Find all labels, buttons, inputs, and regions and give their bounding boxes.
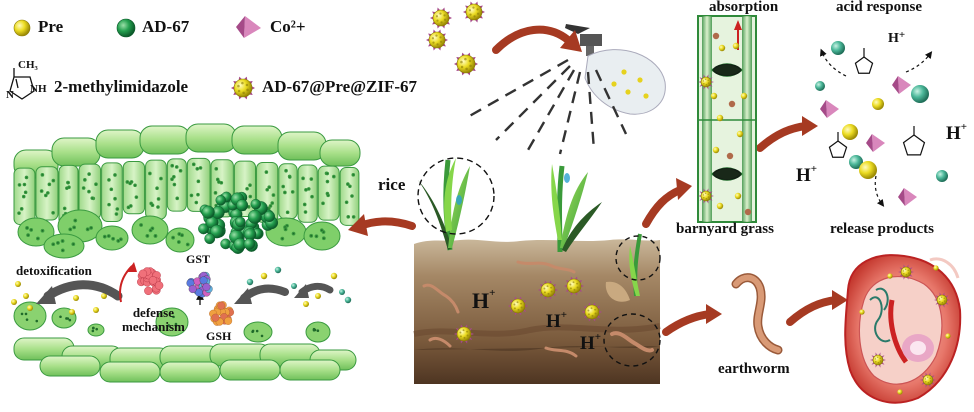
- lower-cell-row: [13, 301, 357, 383]
- earthworm-label: earthworm: [718, 361, 790, 377]
- detox-arrow: [43, 280, 123, 301]
- spray-bottle-icon: [565, 24, 666, 115]
- rice-zoom-circle: [417, 157, 495, 235]
- earthworm-icon: [731, 273, 783, 355]
- barnyard-grass-label: barnyard grass: [676, 221, 774, 237]
- soil-particles: [454, 276, 602, 344]
- soil-to-tissue-arrow: [356, 217, 416, 230]
- legend-pre-label: Pre: [38, 17, 64, 36]
- legend-co-label: Co²+: [270, 17, 306, 36]
- barnyard-grass-seedling: [605, 233, 642, 302]
- legend-mim-label: 2-methylimidazole: [54, 77, 189, 96]
- detox-dots: [11, 266, 352, 315]
- legend-ad67-label: AD-67: [142, 17, 190, 36]
- soil-block: [413, 239, 661, 384]
- earthworm-zoom-circle: [603, 313, 661, 367]
- rice-plant-middle: [551, 164, 602, 253]
- stem-particles: [698, 32, 752, 216]
- defense-mechanism-label: defense mechanism: [122, 305, 185, 335]
- imidazole-structure-icon: [828, 48, 926, 158]
- gsh-enzyme-icon: [209, 301, 235, 326]
- particles-to-spray-arrow: [492, 25, 572, 54]
- soil-hplus-1: H+: [472, 287, 496, 313]
- release-hplus-3: H+: [796, 163, 818, 186]
- grass-zoom-circle: [615, 235, 661, 281]
- acid-response-label: acid response: [836, 0, 922, 15]
- gsh-label: GSH: [206, 329, 232, 343]
- soil-hplus-3: H+: [580, 331, 602, 354]
- legend-ad67-symbol: [116, 18, 136, 38]
- release-products-label: release products: [830, 221, 935, 237]
- legend-nh-label: NH: [30, 83, 47, 95]
- soil-worms: [422, 260, 578, 358]
- legend-imidazole-icon: [9, 68, 35, 100]
- body-particles: [859, 264, 951, 395]
- earthworm-to-body-arrow: [786, 296, 840, 326]
- soil-hplus-2: H+: [546, 309, 568, 332]
- absorption-label: absorption: [709, 0, 779, 15]
- legend-composite-symbol: [231, 76, 255, 100]
- composite-particles: [426, 1, 485, 76]
- right-to-gsh-arrow: [240, 284, 289, 302]
- legend-composite-label: AD-67@Pre@ZIF-67: [262, 77, 418, 96]
- legend-pre-symbol: [13, 19, 31, 37]
- soil-to-earthworm-arrow: [662, 310, 714, 336]
- grass-to-stem-arrow: [642, 186, 684, 228]
- barnyard-grass-stem: [697, 15, 757, 223]
- release-hplus-1: H+: [888, 29, 906, 46]
- detoxification-label: detoxification: [16, 263, 92, 278]
- spray-droplet-lines: [465, 58, 628, 155]
- gst-label: GST: [186, 252, 211, 266]
- gst-enzyme-icon: [186, 271, 213, 298]
- legend-co-symbol: [236, 16, 261, 38]
- rice-label: rice: [378, 175, 406, 194]
- stem-to-release-arrow: [756, 122, 810, 152]
- leaf-tissue-cross-section: [13, 123, 361, 259]
- earthworm-body-section: [844, 254, 962, 404]
- legend-n-label: N: [6, 89, 14, 101]
- legend-methyl-label: CH₃: [18, 59, 38, 71]
- release-dashed-arrows: [819, 48, 933, 207]
- release-hplus-2: H+: [946, 121, 968, 144]
- release-products-scatter: [815, 41, 948, 206]
- defense-cluster-icon: [137, 267, 164, 296]
- soil-earthworm: [610, 331, 654, 353]
